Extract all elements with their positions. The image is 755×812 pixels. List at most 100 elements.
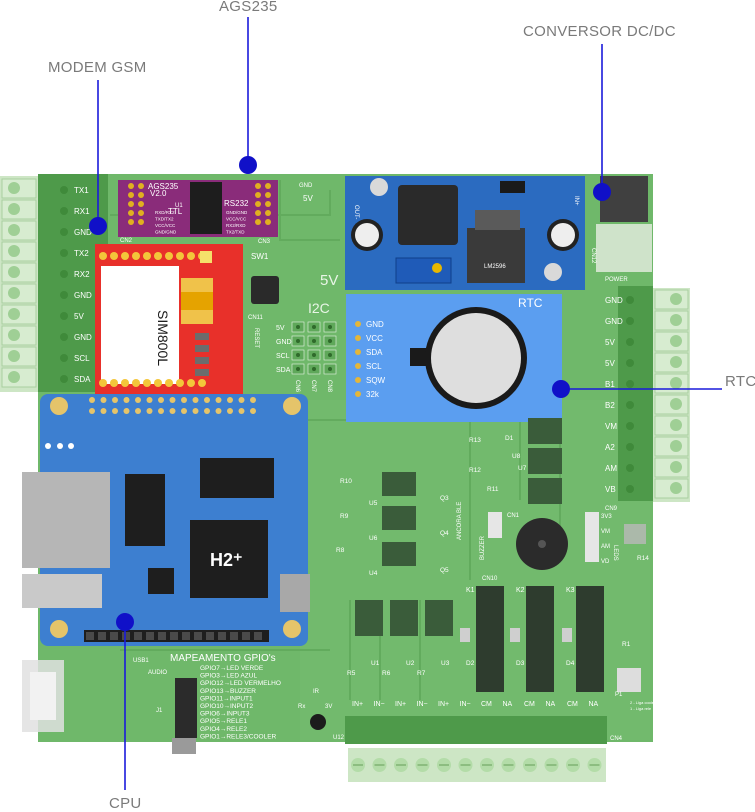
dcdc-out: OUT- bbox=[353, 205, 359, 219]
label-3v3: 3V3 bbox=[601, 514, 612, 520]
chip-label: Q4 bbox=[440, 530, 449, 537]
chip-label: D2 bbox=[466, 660, 475, 667]
chip-label: D4 bbox=[566, 660, 575, 667]
label-cn11: CN11 bbox=[248, 315, 264, 321]
left-pin-label: TX1 bbox=[74, 186, 89, 195]
bottom-terminal-label: CM bbox=[481, 701, 492, 708]
mapping-title: MAPEAMENTO GPIO's bbox=[170, 653, 276, 664]
label-3v: 3V bbox=[325, 704, 332, 710]
chip-label: R7 bbox=[417, 670, 426, 677]
ags-ver: V2.0 bbox=[150, 189, 167, 198]
right-pin-label: 5V bbox=[605, 359, 615, 368]
callout-dot-rtc bbox=[552, 380, 570, 398]
bottom-terminal-label: IN− bbox=[374, 701, 385, 708]
rtc-pin-label: VCC bbox=[366, 334, 383, 343]
i2c-cn-label: CN8 bbox=[326, 380, 332, 393]
chip-label: R6 bbox=[382, 670, 391, 677]
pin-pad bbox=[60, 333, 68, 341]
mapping-line: GPIO12→LED VERMELHO bbox=[200, 680, 281, 687]
right-pin-label: B2 bbox=[605, 401, 615, 410]
left-pin-label: RX2 bbox=[74, 270, 90, 279]
dcdc-in: IN+ bbox=[573, 196, 579, 206]
bottom-terminal-label: NA bbox=[503, 701, 513, 708]
callout-rtc: RTC bbox=[725, 373, 755, 390]
label-5v-top: 5V bbox=[303, 194, 313, 203]
callout-modem: MODEM GSM bbox=[48, 59, 147, 76]
right-pin-label: 5V bbox=[605, 338, 615, 347]
chip-label: Q3 bbox=[440, 495, 449, 502]
label-u12: U12 bbox=[333, 735, 345, 741]
label-cn10: CN10 bbox=[482, 576, 498, 582]
note-rele: 1 - Liga rele bbox=[630, 706, 652, 711]
ags235-module: AGS235 V2.0 U1 TTL RS232 RXD/RX2TXD/TX2V… bbox=[118, 180, 278, 237]
note-cooler: 2 - Liga cooler bbox=[630, 700, 656, 705]
bottom-terminal-label: IN+ bbox=[352, 701, 363, 708]
i2c-pin-label: SDA bbox=[276, 367, 291, 374]
mapping-line: GPIO10→INPUT2 bbox=[200, 703, 253, 710]
chip-label: U3 bbox=[441, 660, 450, 667]
left-pin-label: RX1 bbox=[74, 207, 90, 216]
callout-dot-cpu bbox=[116, 613, 134, 631]
callout-dot-conversor bbox=[593, 183, 611, 201]
resistor-label: R11 bbox=[487, 486, 499, 493]
callout-conversor: CONVERSOR DC/DC bbox=[523, 23, 676, 40]
chip-label: U8 bbox=[512, 453, 521, 460]
bottom-terminal-label: NA bbox=[546, 701, 556, 708]
pcb-right-strip bbox=[618, 286, 653, 501]
label-leds: LEDS bbox=[612, 545, 618, 561]
left-pin-label: GND bbox=[74, 291, 92, 300]
pin-pad bbox=[60, 312, 68, 320]
mapping-line: GPIO5→RELE1 bbox=[200, 718, 247, 725]
label-ancora: ANCORA BLE bbox=[457, 502, 463, 540]
reset-switch[interactable] bbox=[251, 276, 279, 304]
right-terminal-block bbox=[653, 288, 690, 502]
pcb-bottom-strip bbox=[345, 716, 607, 744]
mapping-line: GPIO3→LED AZUL bbox=[200, 673, 257, 680]
label-cn4: CN4 bbox=[610, 736, 623, 742]
pin-pad bbox=[60, 354, 68, 362]
left-pin-label: GND bbox=[74, 228, 92, 237]
relay-label: K2 bbox=[516, 587, 525, 594]
chip-label: D1 bbox=[505, 435, 514, 442]
left-pin-label: SDA bbox=[74, 375, 91, 384]
label-p1: P1 bbox=[615, 692, 623, 698]
middle-components bbox=[355, 418, 646, 692]
label-ir: IR bbox=[313, 689, 320, 695]
ags-row: GND/GND bbox=[226, 210, 248, 215]
pin-pad bbox=[626, 422, 634, 430]
ags-name: AGS235 bbox=[148, 182, 179, 191]
sim800l-label: SIM800L bbox=[155, 310, 171, 366]
ags-row: TX2/TXD bbox=[226, 230, 245, 235]
chip-label: R5 bbox=[347, 670, 356, 677]
label-gnd-top: GND bbox=[299, 183, 313, 189]
sim800l-module: SIM800L bbox=[95, 244, 243, 394]
resistor-label: R13 bbox=[469, 437, 481, 444]
mapping-line: GPIO7→LED VERDE bbox=[200, 665, 264, 672]
i2c-pin-label: SCL bbox=[276, 353, 290, 360]
right-pin-label: A2 bbox=[605, 443, 615, 452]
pin-pad bbox=[60, 270, 68, 278]
pin-pad bbox=[626, 485, 634, 493]
resistor-label: R12 bbox=[469, 467, 481, 474]
dcdc-chip: LM2596 bbox=[484, 264, 506, 270]
rtc-pin-label: SCL bbox=[366, 362, 382, 371]
mapping-line: GPIO6→INPUT3 bbox=[200, 711, 250, 718]
right-pin-label: GND bbox=[605, 296, 623, 305]
label-vd: VD bbox=[601, 559, 610, 565]
pin-pad bbox=[60, 186, 68, 194]
ags-row: RX2/RXD bbox=[226, 223, 246, 228]
left-terminal-block bbox=[0, 176, 38, 392]
bottom-terminal-label: NA bbox=[589, 701, 599, 708]
pin-pad bbox=[626, 296, 634, 304]
i2c-pin-label: 5V bbox=[276, 325, 285, 332]
chip-label: U2 bbox=[406, 660, 415, 667]
bottom-terminal-block bbox=[348, 748, 606, 782]
callout-dot-ags235 bbox=[239, 156, 257, 174]
chip-label: U1 bbox=[371, 660, 380, 667]
label-cn12: CN12 bbox=[590, 248, 596, 264]
dcdc-module: OUT- IN+ LM2596 bbox=[345, 176, 585, 290]
